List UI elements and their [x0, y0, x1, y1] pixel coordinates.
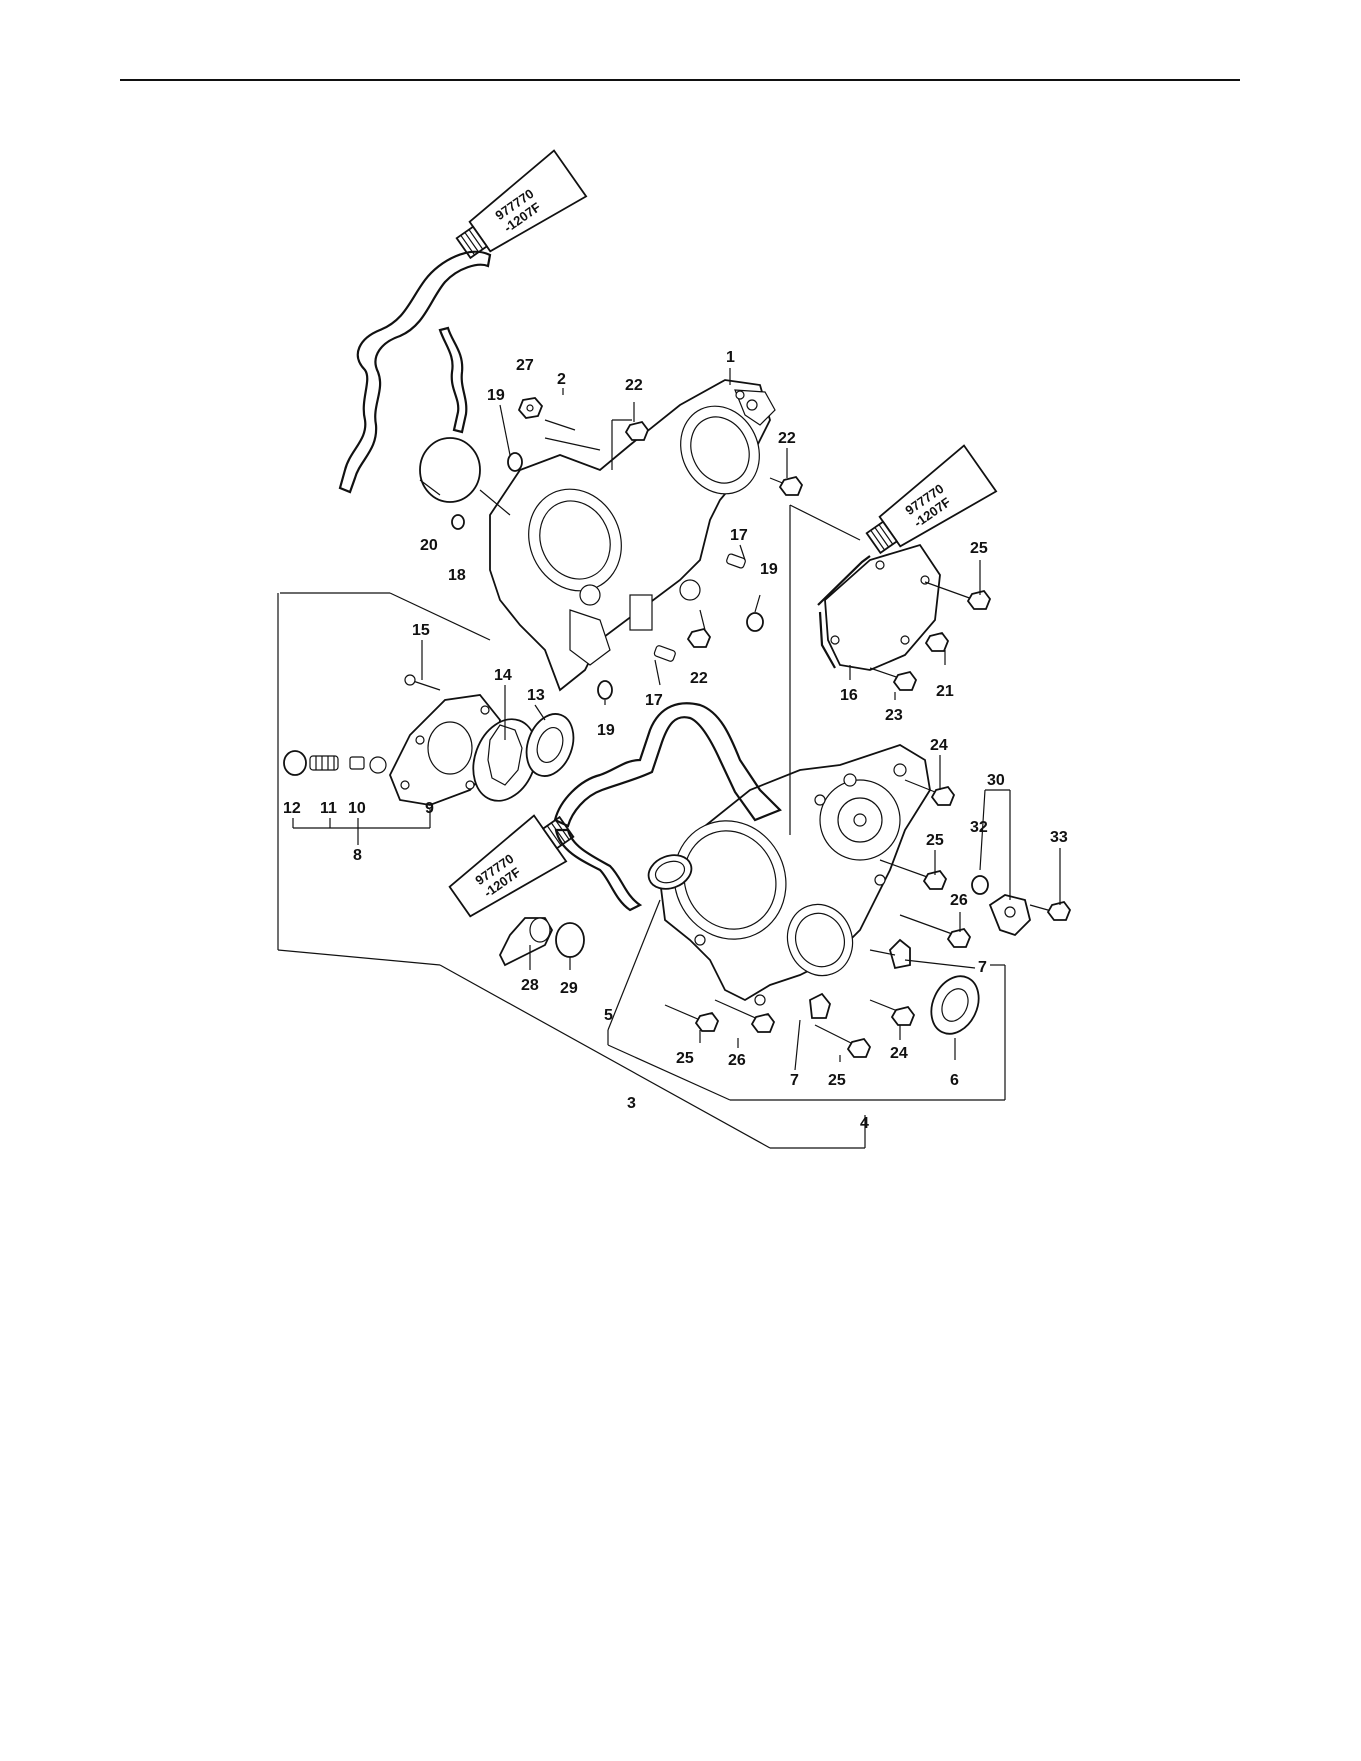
bolt-25-bottom	[815, 1025, 870, 1057]
label-part-26-bottom: 26	[728, 1052, 746, 1069]
bolt-22-bottom	[688, 629, 710, 647]
o-ring-19-top	[508, 453, 522, 471]
label-part-23: 23	[885, 707, 903, 724]
label-part-6: 6	[950, 1072, 959, 1089]
bolt-26-bottom	[715, 1000, 774, 1032]
bolt-22-right	[770, 477, 802, 495]
label-part-10: 10	[348, 800, 366, 817]
rear-cover-plate	[818, 545, 940, 670]
label-part-19-bottom: 19	[597, 722, 615, 739]
bolt-24-bottom	[870, 1000, 914, 1025]
stud-2	[545, 420, 575, 430]
o-ring-19-bottom	[598, 681, 612, 699]
label-part-5: 5	[604, 1007, 613, 1024]
label-part-30: 30	[987, 772, 1005, 789]
bolt-25-bottom-left	[665, 1005, 718, 1031]
label-part-27: 27	[516, 357, 534, 374]
label-part-19-right: 19	[760, 561, 778, 578]
bolt-22-top	[626, 422, 648, 440]
label-part-17-top: 17	[730, 527, 748, 544]
label-part-22-top: 22	[625, 377, 643, 394]
label-part-14: 14	[494, 667, 512, 684]
label-part-20: 20	[420, 537, 438, 554]
label-part-33: 33	[1050, 829, 1068, 846]
label-part-29: 29	[560, 980, 578, 997]
label-part-8: 8	[353, 847, 362, 864]
label-part-9: 9	[425, 800, 434, 817]
label-part-24-top: 24	[930, 737, 948, 754]
label-part-15: 15	[412, 622, 430, 639]
label-part-17-bottom: 17	[645, 692, 663, 709]
label-part-3: 3	[627, 1095, 636, 1112]
label-part-24-bottom: 24	[890, 1045, 908, 1062]
label-part-13: 13	[527, 687, 545, 704]
bolt-21	[926, 633, 948, 651]
label-part-22-right: 22	[778, 430, 796, 447]
label-part-16: 16	[840, 687, 858, 704]
label-part-11: 11	[320, 800, 337, 817]
label-part-18: 18	[448, 567, 466, 584]
gasket-lower	[555, 703, 780, 826]
bolt-33	[1030, 902, 1070, 920]
filler-cap-28	[500, 918, 552, 965]
label-part-32: 32	[970, 819, 988, 836]
label-part-7-right: 7	[978, 959, 987, 976]
plug-7-bottom	[810, 994, 830, 1018]
label-part-12: 12	[283, 800, 301, 817]
label-part-22-bottom: 22	[690, 670, 708, 687]
label-part-25-bottom-left: 25	[676, 1050, 694, 1067]
o-ring-29	[556, 923, 584, 957]
pin-17-bottom	[654, 645, 677, 662]
gasket-lower-strand	[556, 830, 640, 910]
label-part-25-top: 25	[970, 540, 988, 557]
sensor-30	[990, 895, 1030, 935]
nut-27	[519, 398, 542, 418]
bolt-23	[870, 668, 916, 690]
label-part-1: 1	[726, 349, 735, 366]
label-part-7-bottom: 7	[790, 1072, 799, 1089]
o-ring-32	[972, 876, 988, 894]
label-part-28: 28	[521, 977, 539, 994]
front-cover-assembly	[644, 745, 930, 1005]
oil-seal-6	[922, 969, 987, 1042]
label-part-4: 4	[860, 1115, 869, 1132]
label-part-25-mid: 25	[926, 832, 944, 849]
label-part-19-top: 19	[487, 387, 505, 404]
label-part-26-right: 26	[950, 892, 968, 909]
o-ring-19-right	[747, 613, 763, 631]
label-part-2: 2	[557, 371, 566, 388]
label-part-21: 21	[936, 683, 954, 700]
gasket-top-right-strand	[440, 328, 466, 432]
label-part-25-bottom: 25	[828, 1072, 846, 1089]
o-ring-18	[452, 515, 464, 529]
o-ring-20	[420, 438, 480, 502]
